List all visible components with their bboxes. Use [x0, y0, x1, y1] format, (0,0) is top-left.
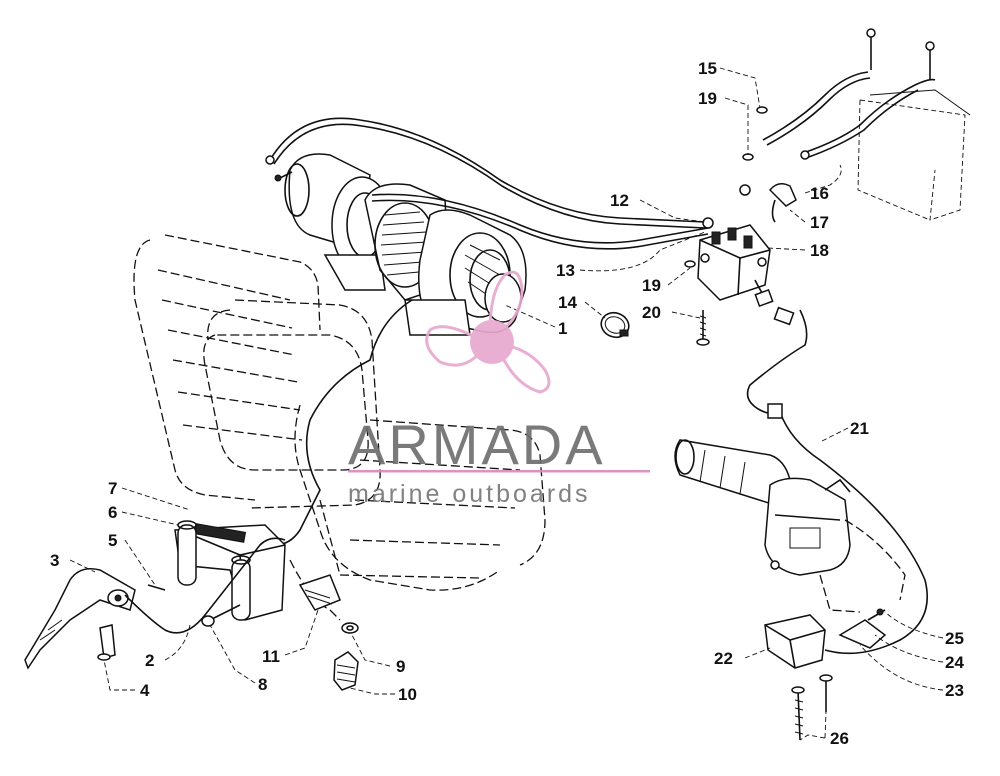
- callout-6: 6: [108, 503, 117, 522]
- callout-1: 1: [558, 319, 567, 338]
- winch-assembly: [274, 153, 527, 336]
- callout-22: 22: [714, 649, 733, 668]
- callout-13: 13: [556, 261, 575, 280]
- leader-lines: [69, 67, 944, 741]
- callout-12: 12: [610, 191, 629, 210]
- callout-5: 5: [108, 531, 117, 550]
- callout-11: 11: [262, 647, 280, 666]
- callout-17: 17: [810, 213, 829, 232]
- callout-10: 10: [398, 685, 417, 704]
- callout-2: 2: [145, 651, 154, 670]
- callout-23: 23: [945, 681, 964, 700]
- callout-21: 21: [850, 419, 869, 438]
- front-rack-outline: [133, 234, 546, 621]
- callout-20: 20: [642, 303, 661, 322]
- watermark-brand: ARMADA: [348, 413, 606, 476]
- callout-18: 18: [810, 241, 829, 260]
- solenoid: [684, 224, 774, 346]
- armada-watermark: ARMADA marine outboards: [348, 270, 650, 508]
- callout-25: 25: [945, 629, 964, 648]
- callout-19-lower: 19: [642, 276, 661, 295]
- watermark-tagline: marine outboards: [348, 480, 591, 508]
- lever-assembly: [24, 537, 286, 670]
- callout-26: 26: [830, 729, 849, 748]
- cable-tie: [600, 311, 630, 339]
- battery-and-leads: [742, 28, 971, 223]
- callout-7: 7: [108, 479, 117, 498]
- control-switch-assembly: [674, 306, 929, 741]
- power-cables: [265, 117, 751, 546]
- propeller-logo: [425, 270, 551, 394]
- callout-24: 24: [945, 653, 964, 672]
- callout-3: 3: [50, 551, 59, 570]
- callout-8: 8: [258, 675, 267, 694]
- callout-4: 4: [140, 681, 150, 700]
- callout-19-upper: 19: [698, 89, 717, 108]
- callout-16: 16: [810, 184, 829, 203]
- watermark-rule: [348, 470, 650, 473]
- callout-14: 14: [558, 293, 577, 312]
- callout-15: 15: [698, 59, 717, 78]
- callout-labels: 1 2 3 4 5 6 7 8 9 10 11 12 13 14 15 16 1…: [50, 59, 964, 748]
- callout-9: 9: [396, 657, 405, 676]
